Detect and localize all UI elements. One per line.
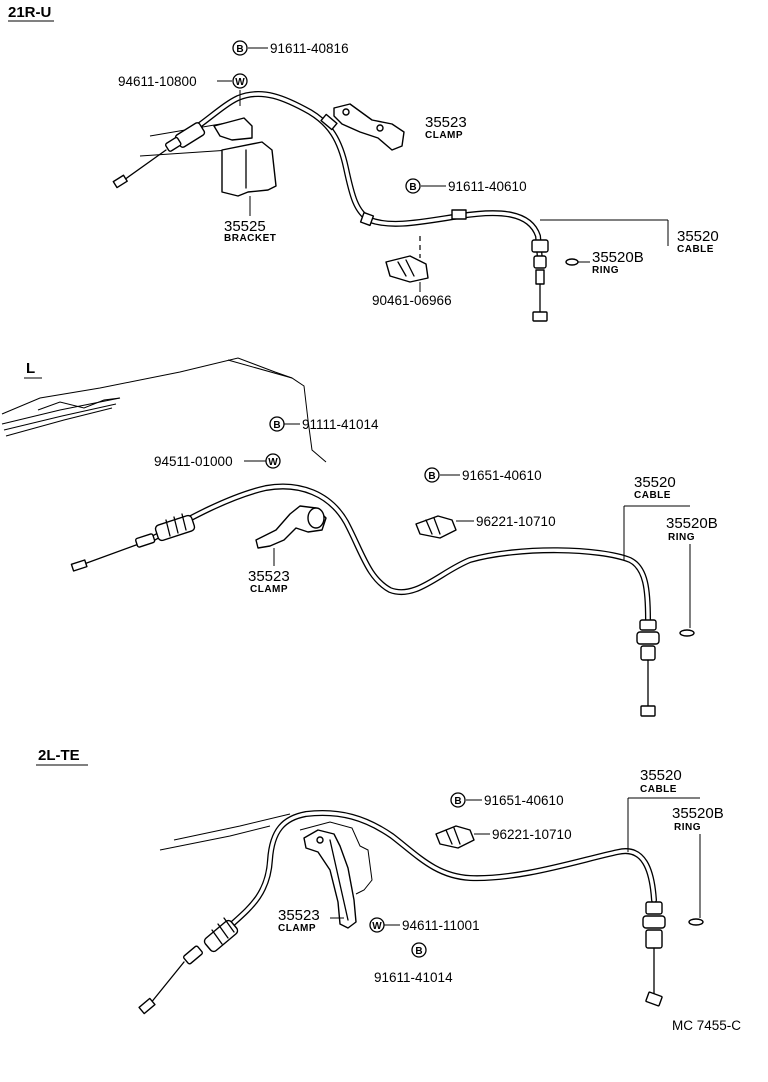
ring-35520b-part bbox=[565, 258, 579, 266]
bracket-35525 bbox=[213, 117, 277, 197]
bolt-symbol: B bbox=[232, 40, 248, 56]
part-name-label: CLAMP bbox=[278, 923, 316, 934]
part-number-label: 35520 bbox=[634, 474, 676, 491]
bolt-symbol: B bbox=[411, 942, 427, 958]
section-2l-te: 2L-TE bbox=[36, 747, 724, 1015]
nut-96221-10710-2l bbox=[435, 825, 475, 849]
part-number-label: 91651-40610 bbox=[462, 468, 542, 483]
bolt-symbol: B bbox=[405, 178, 421, 194]
part-number-label: 91611-41014 bbox=[374, 970, 453, 985]
svg-text:W: W bbox=[372, 921, 382, 932]
svg-text:B: B bbox=[409, 182, 416, 193]
part-number-label: 35525 bbox=[224, 218, 266, 235]
accelerator-cable-21r-u bbox=[112, 91, 549, 322]
washer-symbol: W bbox=[265, 453, 281, 469]
ring-35520b-part-2l bbox=[688, 918, 704, 926]
part-name-label: CABLE bbox=[640, 784, 677, 795]
part-name-label: CLAMP bbox=[425, 130, 463, 141]
bracket-guide-line bbox=[139, 149, 231, 157]
svg-text:B: B bbox=[236, 44, 243, 55]
bolt-symbol: B bbox=[424, 467, 440, 483]
part-number-label: 91651-40610 bbox=[484, 793, 564, 808]
svg-text:W: W bbox=[235, 77, 245, 88]
clip-90461-06966 bbox=[385, 236, 429, 283]
part-name-label: CABLE bbox=[634, 490, 671, 501]
part-number-label: 96221-10710 bbox=[492, 827, 572, 842]
washer-symbol: W bbox=[232, 73, 248, 89]
accelerator-cable-2l-te bbox=[138, 810, 666, 1015]
nut-96221-10710 bbox=[415, 515, 457, 539]
part-number-label: 35520B bbox=[666, 515, 718, 532]
svg-text:B: B bbox=[415, 946, 422, 957]
svg-text:B: B bbox=[273, 420, 280, 431]
part-number-label: 94511-01000 bbox=[154, 454, 233, 469]
part-number-label: 35520 bbox=[640, 767, 682, 784]
part-number-label: 35520B bbox=[592, 249, 644, 266]
part-name-label: RING bbox=[674, 822, 701, 833]
section-label-2l-te: 2L-TE bbox=[38, 747, 80, 764]
accelerator-cable-l bbox=[70, 483, 660, 717]
engine-outline bbox=[159, 813, 373, 895]
clamp-35523-part-2l bbox=[303, 829, 357, 929]
svg-text:W: W bbox=[268, 457, 278, 468]
part-number-label: 35523 bbox=[278, 907, 320, 924]
figure-code: MC 7455-C bbox=[672, 1018, 741, 1033]
part-number-label: 35520B bbox=[672, 805, 724, 822]
section-l: L bbox=[1, 357, 718, 717]
part-number-label: 90461-06966 bbox=[372, 293, 452, 308]
part-name-label: CLAMP bbox=[250, 584, 288, 595]
part-number-label: 94611-11001 bbox=[402, 918, 480, 933]
part-name-label: RING bbox=[592, 265, 619, 276]
section-21r-u: 21R-U bbox=[8, 4, 719, 322]
bolt-symbol: B bbox=[269, 416, 285, 432]
ring-35520b-part-l bbox=[679, 629, 695, 637]
part-number-label: 91111-41014 bbox=[302, 417, 379, 432]
part-number-label: 35520 bbox=[677, 228, 719, 245]
part-number-label: 96221-10710 bbox=[476, 514, 556, 529]
part-number-label: 35523 bbox=[425, 114, 467, 131]
part-name-label: RING bbox=[668, 532, 695, 543]
part-number-label: 94611-10800 bbox=[118, 74, 197, 89]
svg-text:B: B bbox=[428, 471, 435, 482]
washer-symbol: W bbox=[369, 917, 385, 933]
part-number-label: 91611-40816 bbox=[270, 41, 349, 56]
section-label-21r-u: 21R-U bbox=[8, 4, 51, 21]
svg-text:B: B bbox=[454, 796, 461, 807]
part-number-label: 91611-40610 bbox=[448, 179, 527, 194]
clamp-35523-part bbox=[333, 103, 405, 151]
part-name-label: BRACKET bbox=[224, 233, 276, 244]
engine-outline bbox=[1, 357, 327, 463]
part-number-label: 35523 bbox=[248, 568, 290, 585]
bolt-symbol: B bbox=[450, 792, 466, 808]
section-label-l: L bbox=[26, 360, 35, 377]
part-name-label: CABLE bbox=[677, 244, 714, 255]
clamp-35523-part-l bbox=[255, 505, 327, 549]
